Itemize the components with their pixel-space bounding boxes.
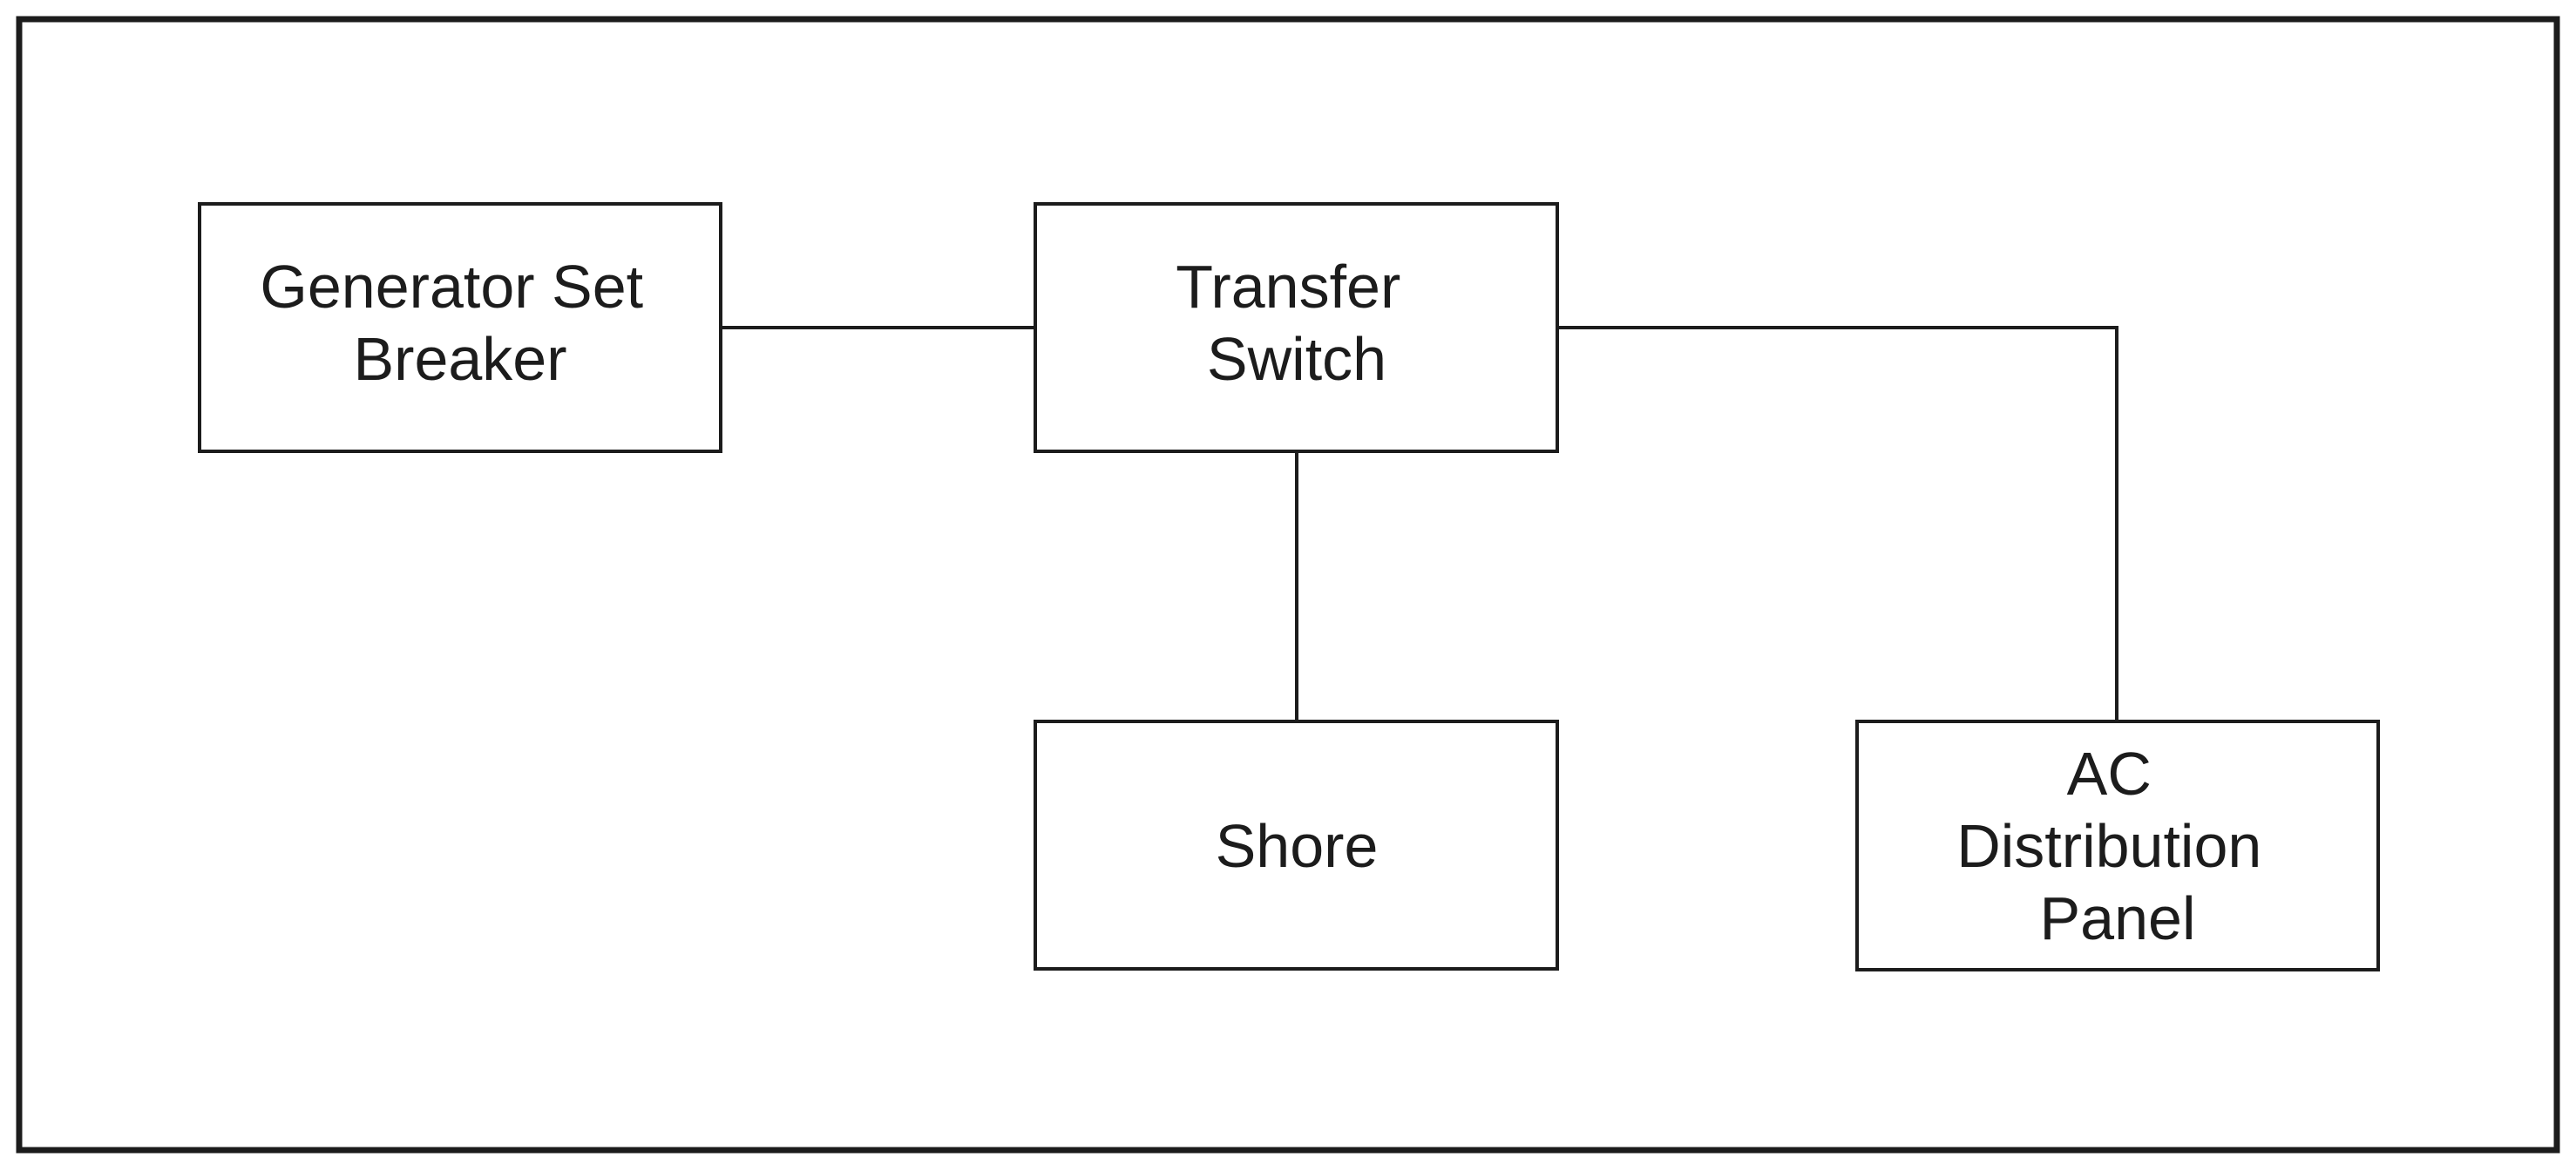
- node-label-line: Switch: [1207, 325, 1386, 393]
- node-transfer-switch: Transfer Switch: [1034, 202, 1559, 453]
- diagram-frame: [16, 16, 2560, 1154]
- node-box-ac-panel: [1855, 720, 2380, 971]
- node-box-transfer: [1034, 202, 1559, 453]
- node-label-shore: Shore: [1216, 812, 1379, 880]
- connector-transfer-ac-panel: [1557, 326, 2118, 721]
- node-ac-distribution-panel: AC Distribution Panel: [1855, 720, 2380, 971]
- node-label-line: Generator Set: [260, 253, 643, 321]
- node-label-line: AC: [2067, 740, 2152, 808]
- node-generator-set-breaker: Generator Set Breaker: [198, 202, 722, 453]
- node-label-ac-panel: AC Distribution Panel: [1956, 740, 2279, 952]
- node-label-line: Shore: [1216, 812, 1379, 880]
- node-label-line: Breaker: [353, 325, 566, 393]
- node-shore: Shore: [1034, 720, 1559, 971]
- node-box-generator: [198, 202, 722, 453]
- node-box-shore: [1034, 720, 1559, 971]
- node-label-line: Panel: [2039, 884, 2195, 952]
- node-label-generator: Generator Set Breaker: [260, 253, 660, 393]
- node-label-transfer: Transfer Switch: [1176, 253, 1417, 393]
- node-label-line: Distribution: [1956, 812, 2261, 880]
- node-label-line: Transfer: [1176, 253, 1400, 321]
